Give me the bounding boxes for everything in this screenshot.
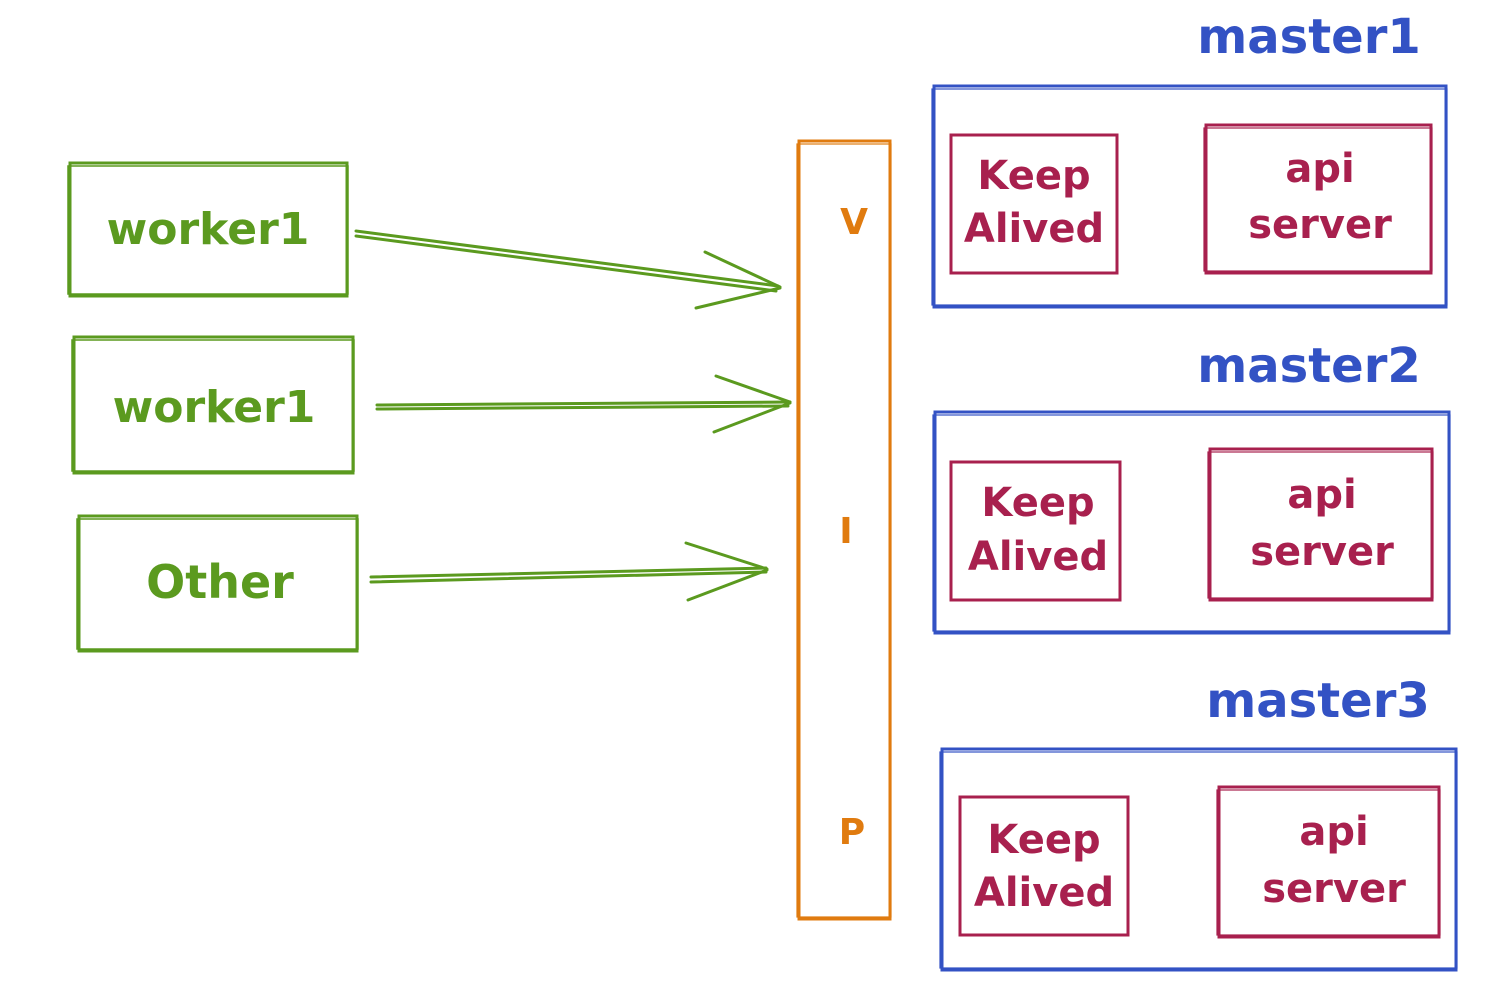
master-node-1: master1 Keep Alived api server (931, 9, 1448, 309)
master-node-3: master3 Keep Alived api server (939, 673, 1458, 972)
keepalived-box-1: Keep Alived (949, 133, 1119, 275)
master-node-2: master2 Keep Alived api server (932, 338, 1451, 635)
master-title-2: master2 (1197, 338, 1421, 394)
vip-letter-p: P (839, 812, 865, 853)
arrow-worker1-to-vip (354, 229, 782, 310)
apiserver-line2-2: server (1250, 529, 1394, 575)
apiserver-line2-1: server (1248, 202, 1392, 248)
keepalived-box-3: Keep Alived (958, 795, 1130, 937)
apiserver-line1-3: api (1299, 809, 1368, 855)
vip-letter-v: V (840, 202, 868, 243)
worker-box-2: worker1 (71, 335, 355, 475)
vip-bar: V I P (796, 139, 892, 921)
other-label: Other (146, 555, 294, 609)
arrow-worker2-to-vip (375, 374, 792, 434)
worker-label-1: worker1 (107, 204, 310, 255)
arrow-other-to-vip (369, 541, 769, 602)
keepalived-line1-1: Keep (977, 153, 1090, 199)
keepalived-line2-3: Alived (974, 870, 1114, 916)
apiserver-line1-1: api (1285, 146, 1354, 192)
apiserver-line1-2: api (1287, 472, 1356, 518)
master-title-1: master1 (1197, 9, 1421, 65)
apiserver-box-1: api server (1203, 123, 1433, 275)
keepalived-box-2: Keep Alived (949, 460, 1122, 602)
worker-label-2: worker1 (113, 382, 316, 433)
apiserver-box-2: api server (1207, 447, 1434, 602)
worker-box-1: worker1 (67, 161, 349, 298)
keepalived-line1-3: Keep (987, 817, 1100, 863)
keepalived-line1-2: Keep (981, 480, 1094, 526)
apiserver-box-3: api server (1216, 785, 1441, 939)
vip-letter-i: I (839, 511, 852, 552)
master-title-3: master3 (1206, 673, 1430, 729)
keepalived-line2-1: Alived (964, 206, 1104, 252)
apiserver-line2-3: server (1262, 866, 1406, 912)
keepalived-line2-2: Alived (968, 534, 1108, 580)
other-box: Other (76, 514, 359, 653)
